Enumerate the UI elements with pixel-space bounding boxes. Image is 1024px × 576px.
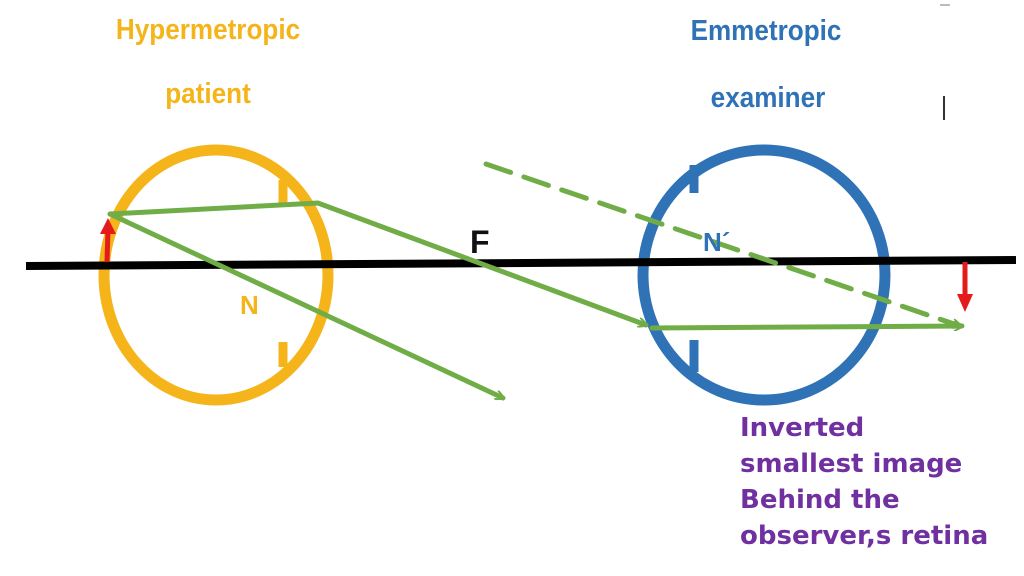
caption-line2: smallest image	[740, 449, 963, 479]
edge-tick-mark	[943, 96, 945, 120]
examiner-title-line2: examiner	[710, 82, 826, 114]
examiner-eye-outline	[637, 144, 891, 406]
caption-line3: Behind the	[740, 485, 900, 515]
examiner-title-line1: Emmetropic	[690, 15, 842, 47]
optical-axis	[25, 256, 1017, 270]
patient-nodal-point-label: N	[240, 290, 259, 320]
examiner-nodal-point-label: N´	[703, 227, 731, 257]
corner-mark	[940, 4, 950, 6]
ray-through-focus	[107, 200, 646, 325]
object-arrow	[104, 229, 111, 263]
patient-title-line2: patient	[165, 78, 251, 110]
ray-dashed-extension	[483, 161, 960, 326]
caption-line1: Inverted	[740, 413, 865, 443]
patient-eye-outline	[98, 144, 334, 406]
ray-refracted-examiner	[649, 326, 965, 328]
patient-eye	[98, 144, 334, 406]
examiner-eye	[637, 144, 891, 406]
light-rays	[107, 161, 965, 401]
object-arrow-head	[100, 218, 116, 234]
caption-line4: observer,s retina	[740, 521, 989, 551]
ray-through-nodal-point	[107, 211, 503, 401]
patient-title-line1: Hypermetropic	[115, 14, 301, 46]
image-caption: Inverted smallest image Behind the obser…	[740, 410, 988, 554]
inverted-image-arrow-head	[957, 294, 973, 312]
focal-point-label: F	[470, 224, 490, 260]
image-arrows	[100, 218, 973, 312]
